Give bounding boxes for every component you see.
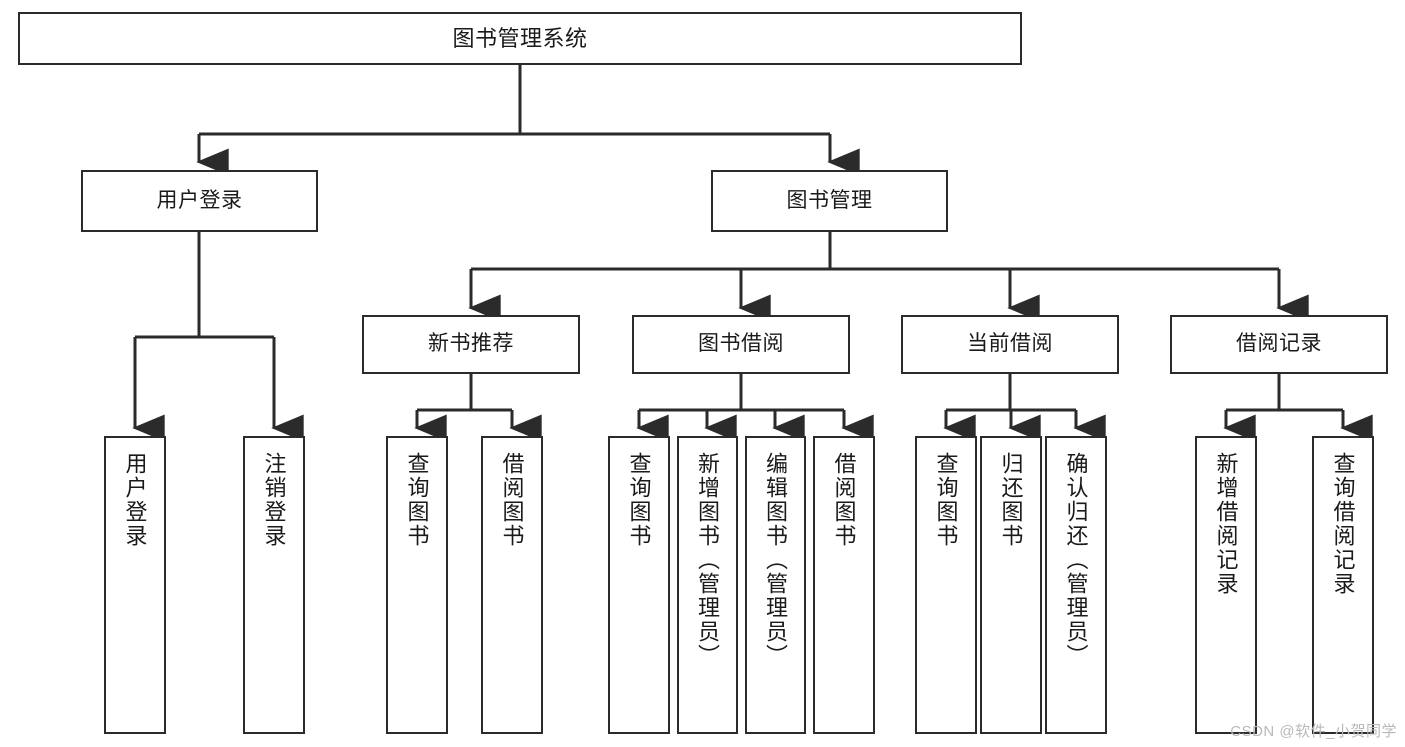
node-leaf-borrow-book-2[interactable]: 借阅图书 — [813, 436, 875, 734]
node-root-label: 图书管理系统 — [452, 25, 588, 51]
node-leaf-query-record[interactable]: 查询借阅记录 — [1312, 436, 1374, 734]
node-user-login[interactable]: 用户登录 — [81, 170, 318, 232]
node-leaf-add-record-label: 新增借阅记录 — [1213, 452, 1239, 596]
node-current-borrow[interactable]: 当前借阅 — [901, 315, 1119, 374]
node-leaf-confirm-return-label: 确认归还（管理员） — [1063, 452, 1089, 668]
node-leaf-borrow-book-2-label: 借阅图书 — [831, 452, 857, 548]
node-leaf-query-book-1-label: 查询图书 — [404, 452, 430, 548]
node-root[interactable]: 图书管理系统 — [18, 12, 1022, 65]
node-leaf-add-book-label: 新增图书（管理员） — [695, 452, 721, 668]
node-leaf-logout-login[interactable]: 注销登录 — [243, 436, 305, 734]
node-leaf-borrow-book-1[interactable]: 借阅图书 — [481, 436, 543, 734]
node-leaf-confirm-return[interactable]: 确认归还（管理员） — [1045, 436, 1107, 734]
node-leaf-logout-login-label: 注销登录 — [261, 452, 287, 548]
node-book-borrow[interactable]: 图书借阅 — [632, 315, 850, 374]
node-leaf-edit-book-label: 编辑图书（管理员） — [763, 452, 789, 668]
csdn-watermark: CSDN @软件_小贺同学 — [1230, 723, 1397, 740]
node-leaf-add-book[interactable]: 新增图书（管理员） — [677, 436, 738, 734]
node-leaf-query-book-2[interactable]: 查询图书 — [608, 436, 670, 734]
node-leaf-add-record[interactable]: 新增借阅记录 — [1195, 436, 1257, 734]
node-current-borrow-label: 当前借阅 — [967, 332, 1053, 356]
node-leaf-query-book-2-label: 查询图书 — [626, 452, 652, 548]
node-leaf-query-record-label: 查询借阅记录 — [1330, 452, 1356, 596]
node-user-login-label: 用户登录 — [156, 188, 243, 212]
node-book-manage-label: 图书管理 — [786, 188, 873, 212]
node-leaf-user-login[interactable]: 用户登录 — [104, 436, 166, 734]
node-leaf-edit-book[interactable]: 编辑图书（管理员） — [745, 436, 806, 734]
node-borrow-record[interactable]: 借阅记录 — [1170, 315, 1388, 374]
node-new-book-recommend[interactable]: 新书推荐 — [362, 315, 580, 374]
node-leaf-return-book-label: 归还图书 — [998, 452, 1024, 548]
node-leaf-query-book-3-label: 查询图书 — [933, 452, 959, 548]
node-book-borrow-label: 图书借阅 — [698, 332, 784, 356]
node-leaf-query-book-1[interactable]: 查询图书 — [386, 436, 448, 734]
node-leaf-return-book[interactable]: 归还图书 — [980, 436, 1042, 734]
node-leaf-user-login-label: 用户登录 — [122, 452, 148, 548]
node-book-manage[interactable]: 图书管理 — [711, 170, 948, 232]
node-new-book-recommend-label: 新书推荐 — [428, 332, 514, 356]
node-leaf-query-book-3[interactable]: 查询图书 — [915, 436, 977, 734]
node-borrow-record-label: 借阅记录 — [1236, 332, 1322, 356]
node-leaf-borrow-book-1-label: 借阅图书 — [499, 452, 525, 548]
